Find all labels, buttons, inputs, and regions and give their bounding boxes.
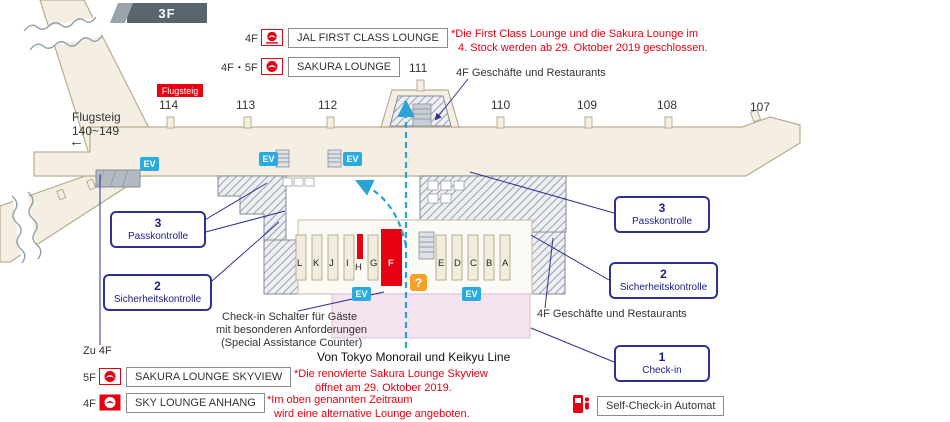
floor-badge: 3F: [127, 3, 207, 23]
zone-number: 2: [660, 267, 667, 281]
anhang-note-line1: *Im oben genannten Zeitraum: [267, 394, 413, 406]
counter-letter: J: [329, 258, 334, 269]
zone-label: Check-in: [642, 365, 682, 376]
jal-first-floor: 4F: [245, 33, 258, 45]
zone-sicherheitskontrolle-right: 2 Sicherheitskontrolle: [609, 262, 718, 299]
zone-passkontrolle-left: 3 Passkontrolle: [110, 211, 206, 248]
left-arrow-icon: ←: [69, 133, 84, 150]
elevator-icon: EV: [352, 287, 371, 301]
zone-number: 1: [658, 350, 666, 364]
elevator-icon: EV: [140, 157, 159, 171]
gate-111: 111: [409, 61, 428, 75]
shops-restaurants-bottom-label: 4F Geschäfte und Restaurants: [537, 308, 687, 320]
zone-label: Passkontrolle: [631, 216, 693, 227]
checkin-counters: [295, 234, 511, 281]
zone-sicherheitskontrolle-left: 2 Sicherheitskontrolle: [103, 274, 212, 311]
sakura-logo-icon: [261, 58, 283, 75]
gate-108: 108: [657, 98, 678, 112]
information-icon: ?: [410, 274, 427, 291]
shops-restaurants-top-label: 4F Geschäfte und Restaurants: [456, 67, 606, 79]
zu-4f-escalator: [95, 169, 141, 188]
sakura-lounge-label: SAKURA LOUNGE: [288, 57, 401, 77]
counter-letter: L: [297, 258, 303, 269]
zone-passkontrolle-right: 3 Passkontrolle: [614, 196, 710, 233]
counter-letter: H: [355, 262, 362, 273]
floor-badge-label: 3F: [158, 5, 176, 21]
zone-label: Sicherheitskontrolle: [619, 282, 708, 293]
gate-109: 109: [577, 98, 598, 112]
counter-letter: F: [388, 258, 394, 269]
counter-letter: G: [370, 258, 378, 269]
zone-label: Passkontrolle: [127, 231, 189, 242]
connector-lines: [99, 78, 615, 363]
arrivals-hall: [331, 293, 531, 339]
special-assistance-line3: (Special Assistance Counter): [221, 337, 363, 349]
self-checkin-automat-label: Self-Check-in Automat: [597, 396, 725, 416]
closure-note-line2: 4. Stock werden ab 29. Oktober 2019 gesc…: [458, 42, 708, 54]
self-checkin-kiosk-icon: [571, 394, 591, 414]
sakura-floor: 4F・5F: [221, 62, 258, 74]
jal-first-class-lounge-label: JAL FIRST CLASS LOUNGE: [288, 28, 448, 48]
special-assistance-line1: Check-in Schalter für Gäste: [222, 311, 358, 323]
counter-letter: K: [313, 258, 320, 269]
counter-letter: A: [502, 258, 509, 269]
gate-110: 110: [491, 98, 511, 112]
gate-range-line2: 140~149: [72, 124, 120, 138]
counter-letter: C: [470, 258, 477, 269]
map-break-left-icon: [11, 191, 42, 264]
gate-range-line1: Flugsteig: [72, 110, 121, 124]
counter-letter: B: [486, 258, 493, 269]
skyview-note-line2: öffnet am 29. Oktober 2019.: [315, 382, 452, 394]
zone-number: 3: [154, 216, 162, 230]
zone-number: 2: [154, 279, 161, 293]
gate-114: 114: [159, 98, 179, 112]
map-break-top-icon: [23, 16, 103, 51]
sky-lounge-anhang-label: SKY LOUNGE ANHANG: [126, 393, 265, 413]
counter-red-small: [357, 234, 363, 259]
counter-letter: E: [438, 258, 445, 269]
closure-note-line1: *Die First Class Lounge und die Sakura L…: [451, 28, 699, 40]
skyview-note-line1: *Die renovierte Sakura Lounge Skyview: [294, 368, 488, 380]
facility-rooms: [282, 177, 465, 204]
skyview-logo-icon: [99, 368, 121, 385]
gate-112: 112: [318, 98, 338, 112]
zone-number: 3: [658, 201, 666, 215]
zone-checkin: 1 Check-in: [614, 345, 710, 382]
zone-label: Sicherheitskontrolle: [113, 294, 202, 305]
flow-arrows: [355, 99, 415, 348]
monorail-keikyu-label: Von Tokyo Monorail und Keikyu Line: [317, 350, 511, 364]
counter-letter: D: [454, 258, 461, 269]
anhang-floor: 4F: [83, 398, 96, 410]
gate-107: 107: [750, 100, 771, 114]
special-assistance-counter-highlight: [381, 229, 402, 286]
sky-lounge-anhang-logo-icon: [99, 394, 121, 411]
jal-first-logo-icon: [261, 29, 283, 46]
special-assistance-line2: mit besonderen Anforderungen: [216, 324, 368, 336]
elevator-icon: EV: [462, 287, 481, 301]
elevator-icon: EV: [259, 152, 278, 166]
flugsteig-badge: Flugsteig: [157, 84, 203, 97]
anhang-note-line2: wird eine alternative Lounge angeboten.: [274, 408, 470, 420]
elevator-icon: EV: [343, 152, 362, 166]
zu-4f-label: Zu 4F: [83, 345, 112, 357]
counter-letter: I: [346, 258, 349, 269]
gate-113: 113: [236, 98, 256, 112]
skyview-floor: 5F: [83, 372, 96, 384]
sakura-lounge-skyview-label: SAKURA LOUNGE SKYVIEW: [126, 367, 292, 387]
stairs-icons: [95, 103, 435, 260]
